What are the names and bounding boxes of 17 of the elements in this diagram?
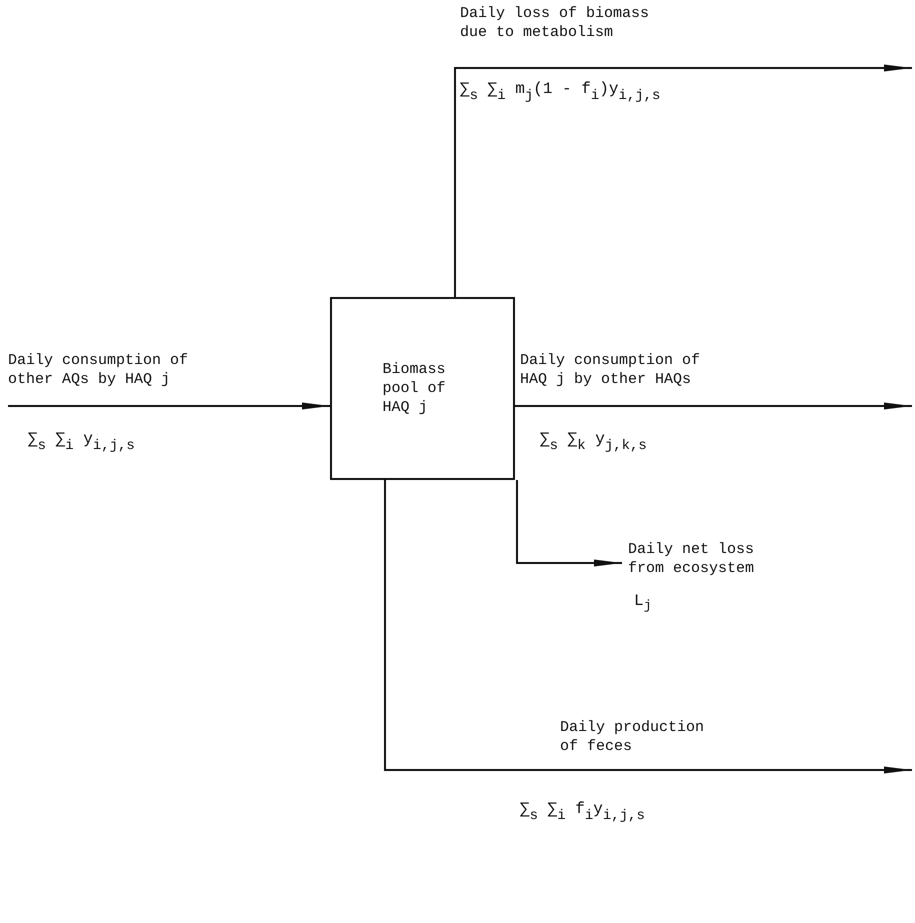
formula-text: ∑$_{s}$ ∑$_{i}$ y$_{i,j,s}$ (28, 430, 135, 454)
edge-label: Daily production of feces (560, 718, 706, 756)
arrow (454, 64, 912, 297)
edge-label: Daily loss of biomass due to metabolism (460, 4, 650, 42)
process-box (330, 297, 515, 480)
arrow (384, 480, 912, 774)
edge-label: Daily consumption of other AQs by HAQ j (8, 351, 190, 389)
edge-label: Daily consumption of HAQ j by other HAQs (520, 351, 702, 389)
arrow (8, 402, 330, 410)
box-label: Biomass pool of HAQ j (382, 360, 447, 417)
arrow (516, 480, 622, 566)
formula-text: ∑$_{s}$ ∑$_{i}$ m$_{j}$(1 - f$_{i}$)y$_{i,j,s}$ (460, 80, 660, 104)
arrow (515, 402, 912, 410)
formula-text: ∑$_{s}$ ∑$_{i}$ f$_{i}$y$_{i,j,s}$ (520, 800, 645, 824)
node-label: Daily net loss from ecosystem (628, 540, 756, 578)
formula-text: ∑$_{s}$ ∑$_{k}$ y$_{j,k,s}$ (540, 430, 647, 454)
formula-text: L$_{j}$ (634, 592, 653, 616)
